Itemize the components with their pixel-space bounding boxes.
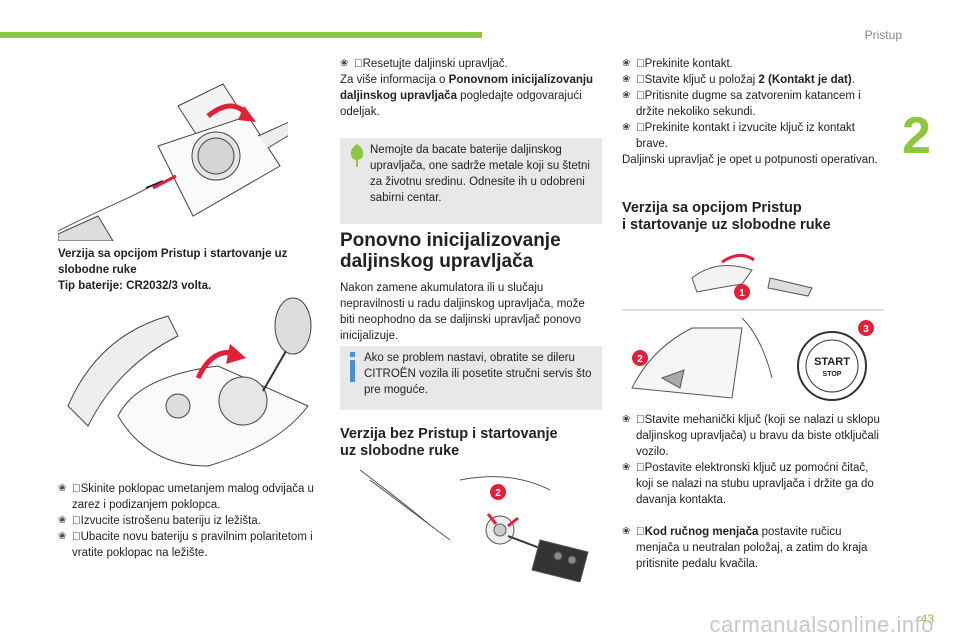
battery-type: Tip baterije: CR2032/3 volta. [58,280,212,292]
stop-button-label: STOP [823,371,842,378]
battery-step-2: ❀Izvucite istrošenu bateriju iz ležišta. [58,515,261,527]
badge-3-label: 3 [863,324,869,335]
no-handsfree-heading-1: Verzija bez Pristup i startovanje [340,426,558,442]
manual-gearbox-step: ❀Kod ručnog menjača postavite ručicu men… [622,526,868,570]
reinit-heading-1: Ponovno inicijalizovanje [340,230,561,251]
footer-watermark: carmanualsonline.info [709,612,934,637]
more-info-text: Za više informacija o Ponovnom inicijali… [340,74,594,118]
eco-note-box: Nemojte da bacate baterije daljinskog up… [340,138,602,224]
section-title: Pristup [864,28,902,42]
reinit-heading-2: daljinskog upravljača [340,251,534,272]
handsfree-heading-2: i startovanje uz slobodne ruke [622,217,831,233]
header-bar [0,32,482,38]
badge-2-right-label: 2 [637,354,643,365]
eco-note-text: Nemojte da bacate baterije daljinskog up… [370,144,590,204]
badge-2 [490,484,506,500]
reinit-step-4: ❀Prekinite kontakt i izvucite ključ iz k… [622,122,855,150]
leaf-icon [350,144,364,167]
reinit-step-2: ❀Stavite ključ u položaj 2 (Kontakt je d… [622,74,855,86]
info-icon-dot [350,352,355,357]
battery-caption-line1: Verzija sa opcijom Pristup i startovanje… [58,248,288,260]
operational-text: Daljinski upravljač je opet u potpunosti… [622,154,878,166]
no-handsfree-heading-2: uz slobodne ruke [340,443,460,459]
battery-caption-line2: slobodne ruke [58,264,137,276]
reinit-step-1: ❀Prekinite kontakt. [622,58,733,70]
footer: 43 carmanualsonline.info [0,612,960,640]
start-procedure-illustration: 1 2 3 START STOP [622,254,884,401]
badge-1 [734,284,750,300]
badge-2-right [632,350,648,366]
key-battery-illustration-2 [67,297,312,467]
start-button-label: START [814,356,850,368]
reinit-intro: Nakon zamene akumulatora ili u slučaju n… [340,282,585,342]
page-number: 43 [920,612,934,626]
battery-step-3: ❀Ubacite novu bateriju s pravilnim polar… [58,531,313,559]
badge-2-label: 2 [495,488,501,499]
handsfree-step-1: ❀Stavite mehanički ključ (koji se nalazi… [622,414,880,458]
battery-step-1: ❀Skinite poklopac umetanjem malog odvija… [58,483,314,511]
reset-step: ❀Resetujte daljinski upravljač. [340,58,508,70]
info-icon [350,360,355,382]
info-note-text: Ako se problem nastavi, obratite se dile… [364,352,592,396]
ignition-key-illustration: 2 [359,470,589,582]
key-battery-illustration-1 [58,83,288,241]
badge-1-label: 1 [739,288,745,299]
badge-3 [858,320,874,336]
reinit-step-3: ❀Pritisnite dugme sa zatvorenim katancem… [622,90,861,118]
chapter-number: 2 [902,107,931,165]
handsfree-heading-1: Verzija sa opcijom Pristup [622,200,802,216]
handsfree-step-2: ❀Postavite elektronski ključ uz pomoćni … [622,462,874,506]
info-note-box: Ako se problem nastavi, obratite se dile… [340,346,602,410]
